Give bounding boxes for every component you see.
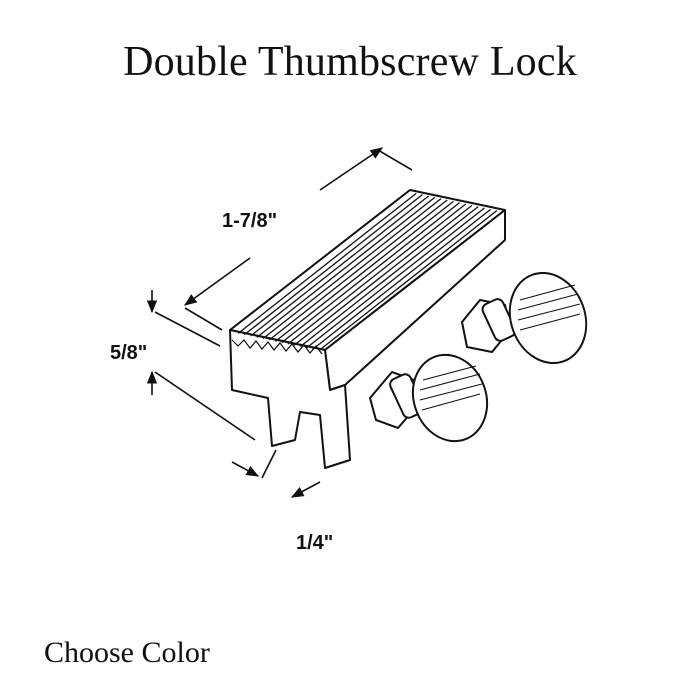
rib-line bbox=[293, 204, 473, 346]
rib-line bbox=[256, 196, 436, 338]
diagram-title: Double Thumbscrew Lock bbox=[123, 39, 577, 85]
knob-back bbox=[508, 271, 588, 365]
rib-line bbox=[312, 208, 492, 350]
lock-front-end bbox=[229, 329, 351, 469]
rib-line bbox=[237, 192, 417, 334]
choose-color-label: Choose Color bbox=[44, 636, 210, 669]
rib-line bbox=[299, 206, 479, 348]
dimension-length-lines bbox=[183, 147, 413, 331]
rib-line bbox=[281, 202, 461, 344]
rib-line bbox=[250, 195, 430, 337]
rib-line bbox=[262, 198, 442, 340]
thumbscrew-front bbox=[368, 353, 489, 443]
thumbscrew-back bbox=[460, 271, 588, 365]
dimension-height-lines bbox=[146, 290, 256, 441]
rib-line bbox=[305, 207, 485, 349]
knob-front bbox=[411, 353, 489, 443]
dimension-gap-label: 1/4" bbox=[296, 532, 334, 554]
dimension-gap-lines bbox=[231, 449, 321, 498]
rib-line bbox=[274, 200, 454, 342]
rib-line bbox=[268, 199, 448, 341]
lock-ribs bbox=[237, 192, 498, 352]
rib-line bbox=[243, 194, 423, 336]
dimension-length-label: 1-7/8" bbox=[222, 210, 278, 232]
ridged-edge bbox=[231, 339, 323, 355]
rib-line bbox=[318, 210, 498, 352]
rib-line bbox=[287, 203, 467, 345]
dimension-height-label: 5/8" bbox=[110, 342, 148, 364]
